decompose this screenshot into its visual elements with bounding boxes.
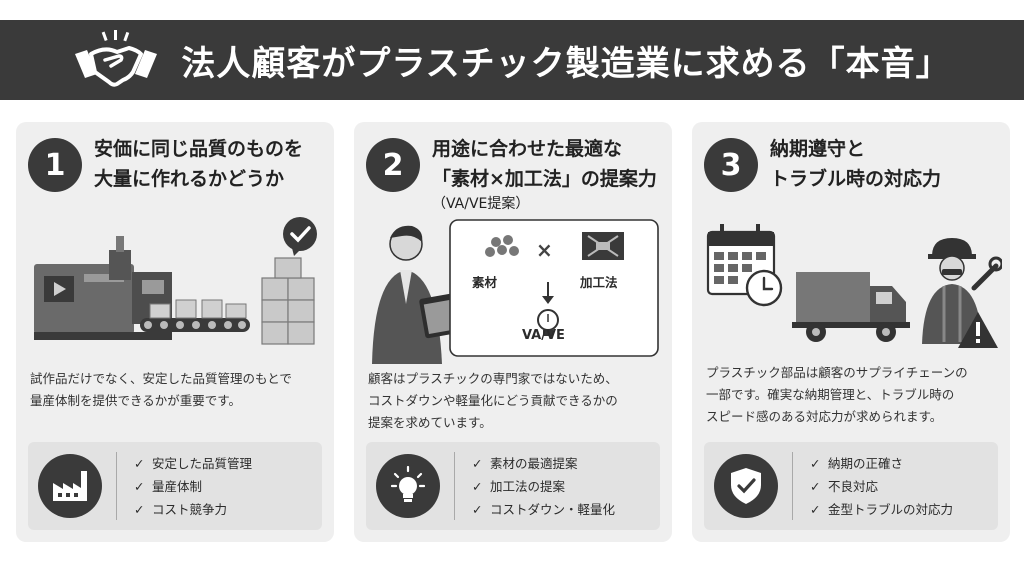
- checklist-item: ✓ 不良対応: [810, 475, 953, 498]
- card-description-line: 顧客はプラスチックの専門家ではないため、: [368, 371, 618, 386]
- checklist-item: ✓ 素材の最適提案: [472, 452, 615, 475]
- checklist-panel: ✓ 素材の最適提案 ✓ 加工法の提案 ✓ コストダウン・軽量化: [366, 442, 660, 530]
- checklist-label: コストダウン・軽量化: [490, 502, 616, 517]
- checklist-panel: ✓ 安定した品質管理 ✓ 量産体制 ✓ コスト競争力: [28, 442, 322, 530]
- vave-label: VA/VE: [522, 328, 565, 343]
- card-delivery-response: 3 納期遵守と トラブル時の対応力: [692, 122, 1010, 542]
- checklist-item: ✓ コストダウン・軽量化: [472, 498, 615, 521]
- checklist-label: 安定した品質管理: [152, 456, 253, 471]
- card-heading-line: 用途に合わせた最適な: [432, 138, 623, 160]
- card-description-line: 一部です。確実な納期管理と、トラブル時の: [706, 387, 955, 402]
- card-number: 3: [704, 138, 758, 192]
- check-icon: ✓: [810, 456, 821, 471]
- lightbulb-icon: [376, 454, 440, 518]
- checklist-label: 納期の正確さ: [828, 456, 904, 471]
- card-heading-line: 「素材×加工法」の提案力: [432, 168, 657, 190]
- panel-divider: [116, 452, 117, 520]
- check-icon: ✓: [810, 502, 821, 517]
- card-heading-line: 安価に同じ品質のものを: [94, 138, 304, 160]
- checklist: ✓ 素材の最適提案 ✓ 加工法の提案 ✓ コストダウン・軽量化: [472, 452, 615, 521]
- card-description-line: 提案を求めています。: [368, 415, 492, 430]
- card-description-line: スピード感のある対応力が求められます。: [706, 409, 943, 424]
- checklist-item: ✓ 納期の正確さ: [810, 452, 953, 475]
- material-label: 素材: [472, 275, 498, 290]
- checklist-label: 量産体制: [152, 479, 203, 494]
- card-description-line: プラスチック部品は顧客のサプライチェーンの: [706, 365, 968, 380]
- checklist-item: ✓ コスト競争力: [134, 498, 252, 521]
- handshake-icon: [75, 30, 158, 87]
- checklist-label: コスト競争力: [152, 502, 228, 517]
- checklist-item: ✓ 安定した品質管理: [134, 452, 252, 475]
- checklist-item: ✓ 金型トラブルの対応力: [810, 498, 953, 521]
- card-description-line: 量産体制を提供できるかが重要です。: [30, 393, 242, 408]
- check-icon: ✓: [134, 502, 145, 517]
- checklist-item: ✓ 加工法の提案: [472, 475, 615, 498]
- shield-check-icon: [714, 454, 778, 518]
- card-description-line: コストダウンや軽量化にどう貢献できるかの: [368, 393, 618, 408]
- card-heading-line: 納期遵守と: [770, 138, 866, 160]
- process-label: 加工法: [580, 275, 618, 290]
- card-description: 顧客はプラスチックの専門家ではないため、 コストダウンや軽量化にどう貢献できるか…: [368, 368, 662, 434]
- card-heading-sub: （VA/VE提案）: [432, 196, 530, 212]
- card-heading-line: 大量に作れるかどうか: [94, 168, 285, 190]
- checklist: ✓ 安定した品質管理 ✓ 量産体制 ✓ コスト競争力: [134, 452, 252, 521]
- delivery-truck-illustration: [706, 224, 1002, 348]
- check-icon: ✓: [134, 479, 145, 494]
- check-icon: ✓: [134, 456, 145, 471]
- checklist-label: 加工法の提案: [490, 479, 566, 494]
- card-description: プラスチック部品は顧客のサプライチェーンの 一部です。確実な納期管理と、トラブル…: [706, 362, 1000, 428]
- checklist: ✓ 納期の正確さ ✓ 不良対応 ✓ 金型トラブルの対応力: [810, 452, 953, 521]
- card-heading: 用途に合わせた最適な 「素材×加工法」の提案力 （VA/VE提案）: [432, 134, 664, 214]
- checklist-label: 金型トラブルの対応力: [828, 502, 954, 517]
- card-description: 試作品だけでなく、安定した品質管理のもとで 量産体制を提供できるかが重要です。: [30, 368, 324, 412]
- card-mass-production: 1 安価に同じ品質のものを 大量に作れるかどうか: [16, 122, 334, 542]
- injection-molding-machine-illustration: [34, 217, 317, 345]
- panel-divider: [792, 452, 793, 520]
- card-number: 2: [366, 138, 420, 192]
- check-icon: ✓: [472, 456, 483, 471]
- card-heading: 安価に同じ品質のものを 大量に作れるかどうか: [94, 134, 326, 194]
- checklist-label: 不良対応: [828, 479, 879, 494]
- page-title: 法人顧客がプラスチック製造業に求める「本音」: [181, 43, 951, 84]
- check-icon: ✓: [472, 502, 483, 517]
- title-banner: 法人顧客がプラスチック製造業に求める「本音」: [0, 20, 1024, 100]
- card-description-line: 試作品だけでなく、安定した品質管理のもとで: [30, 371, 292, 386]
- check-icon: ✓: [810, 479, 821, 494]
- card-number: 1: [28, 138, 82, 192]
- cross-symbol: ×: [536, 238, 553, 262]
- card-heading-line: トラブル時の対応力: [770, 168, 942, 190]
- card-heading: 納期遵守と トラブル時の対応力: [770, 134, 1002, 194]
- factory-icon: [38, 454, 102, 518]
- consultant-illustration: [372, 219, 659, 364]
- card-proposal-capability: 2 用途に合わせた最適な 「素材×加工法」の提案力 （VA/VE提案） 素材 ×: [354, 122, 672, 542]
- check-icon: ✓: [472, 479, 483, 494]
- checklist-panel: ✓ 納期の正確さ ✓ 不良対応 ✓ 金型トラブルの対応力: [704, 442, 998, 530]
- panel-divider: [454, 452, 455, 520]
- checklist-item: ✓ 量産体制: [134, 475, 252, 498]
- checklist-label: 素材の最適提案: [490, 456, 578, 471]
